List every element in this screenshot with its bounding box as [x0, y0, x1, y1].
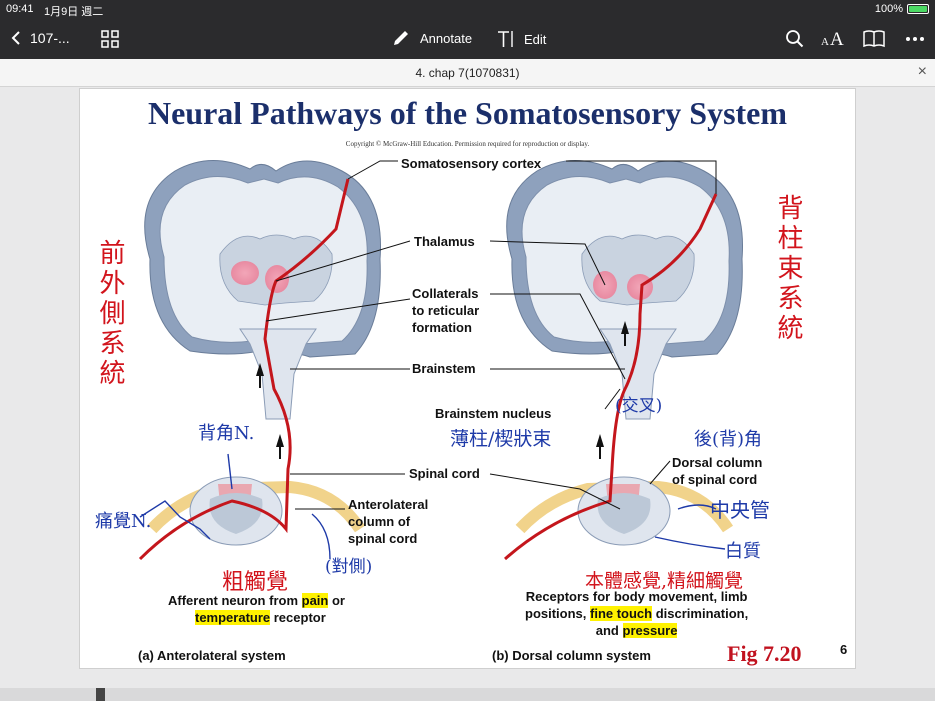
label-collaterals-line1: Collaterals [412, 286, 479, 301]
label-afferent-line2: temperature receptor [195, 610, 326, 625]
label-afferent-line1: Afferent neuron from pain or [168, 593, 345, 608]
handwriting-central-canal: 中央管 [710, 498, 770, 522]
label-anterolateral-line2: column of [348, 514, 411, 529]
book-button[interactable] [863, 30, 885, 48]
label-dorsal-column-line1: Dorsal column [672, 455, 763, 470]
highlight-fine-touch: fine touch [590, 606, 653, 621]
back-button[interactable]: 107-... [10, 30, 70, 46]
handwriting-crossing: (交叉) [615, 396, 663, 416]
page-scrubber[interactable] [0, 688, 935, 701]
edit-label: Edit [524, 31, 547, 47]
grid-icon [101, 30, 119, 48]
handwritten-lines [139, 453, 726, 560]
handwriting-sensory-neuron: 痛覺N. [95, 511, 152, 532]
somatosensory-diagram [138, 160, 744, 561]
highlight-pressure: pressure [622, 623, 678, 638]
svg-text:A: A [830, 29, 844, 48]
status-bar: 09:41 1月9日 週二 100% [0, 0, 935, 20]
figure-number: Fig 7.20 [727, 641, 802, 666]
label-afferent-neuron: Afferent neuron from pain or temperature… [168, 592, 345, 626]
label-receptors-line1: Receptors for body movement, limb [525, 589, 748, 604]
search-icon [786, 30, 804, 48]
svg-text:A: A [821, 36, 829, 48]
anterolateral-pathway [138, 178, 350, 561]
status-date: 1月9日 週二 [44, 6, 104, 18]
caption-anterolateral: (a) Anterolateral system [138, 648, 286, 663]
leader-lines [265, 160, 717, 510]
pencil-icon [394, 31, 408, 45]
page-scrubber-thumb[interactable] [96, 688, 105, 701]
grid-view-button[interactable] [101, 30, 119, 48]
label-dorsal-column-line2: of spinal cord [672, 472, 758, 487]
book-icon [863, 30, 885, 48]
handwriting-dorsal-horn-neuron: 背角N. [198, 423, 255, 444]
label-anterolateral-line1: Anterolateral [348, 497, 429, 512]
slide-title: Neural Pathways of the Somatosensory Sys… [147, 95, 788, 131]
handwriting-dorsal-horn: 後(背)角 [694, 429, 763, 450]
highlight-temperature: temperature [195, 610, 271, 625]
annotate-label: Annotate [420, 30, 473, 46]
caption-dorsal-column: (b) Dorsal column system [492, 648, 651, 663]
handwriting-proprioception: 本體感覺,精細觸覺 [585, 570, 744, 592]
highlight-pain: pain [301, 593, 329, 608]
flow-arrows [256, 321, 629, 459]
back-button-label: 107-... [30, 30, 70, 46]
right-spinal-cord [515, 476, 734, 546]
label-receptors-line2: positions, fine touch discrimination, [525, 606, 749, 621]
document-title: 4. chap 7(1070831) [415, 66, 520, 80]
annotate-button[interactable]: Annotate [392, 29, 472, 47]
label-somatosensory-cortex: Somatosensory cortex [401, 156, 542, 171]
right-brain [506, 160, 744, 420]
battery-percent: 100% [874, 3, 903, 15]
label-anterolateral-column: Anterolateral column of spinal cord [348, 496, 428, 547]
label-thalamus: Thalamus [414, 234, 475, 249]
text-edit-icon [498, 31, 513, 47]
label-receptors: Receptors for body movement, limb positi… [525, 588, 748, 639]
copyright-notice: Copyright © McGraw-Hill Education. Permi… [345, 140, 590, 148]
label-collaterals: Collaterals to reticular formation [412, 285, 479, 336]
dorsal-column-pathway [504, 193, 718, 561]
edit-button[interactable]: Edit [496, 29, 546, 49]
battery-icon [907, 4, 929, 14]
handwriting-anterolateral-system: 前外側系統 [95, 239, 125, 389]
label-anterolateral-line3: spinal cord [348, 531, 418, 546]
page-number: 6 [840, 642, 848, 657]
label-receptors-line3: and pressure [595, 623, 678, 638]
handwriting-contralateral: (對側) [325, 557, 373, 577]
more-icon [906, 37, 924, 41]
document-tab-bar: 4. chap 7(1070831) × [0, 59, 935, 87]
more-button[interactable] [905, 30, 925, 48]
chevron-left-icon [11, 31, 20, 45]
left-brain [144, 160, 382, 420]
battery-status: 100% [875, 3, 929, 15]
label-brainstem: Brainstem [412, 361, 476, 376]
handwriting-dorsal-column-system: 背柱束系統 [773, 194, 803, 344]
status-time: 09:41 [6, 3, 34, 15]
close-tab-button[interactable]: × [918, 63, 927, 81]
label-brainstem-nucleus: Brainstem nucleus [435, 406, 552, 421]
label-spinal-cord: Spinal cord [409, 466, 480, 481]
close-icon: × [917, 63, 927, 80]
handwriting-tract: 薄柱/楔狀束 [450, 428, 552, 450]
label-collaterals-line3: formation [412, 320, 472, 335]
search-button[interactable] [785, 29, 804, 48]
handwriting-crude-touch: 粗觸覺 [222, 570, 289, 595]
label-dorsal-column: Dorsal column of spinal cord [672, 454, 762, 488]
slide-page: Neural Pathways of the Somatosensory Sys… [79, 88, 856, 669]
left-spinal-cord [147, 476, 366, 546]
label-collaterals-line2: to reticular [412, 303, 480, 318]
handwriting-white-matter: 白質 [725, 541, 761, 562]
